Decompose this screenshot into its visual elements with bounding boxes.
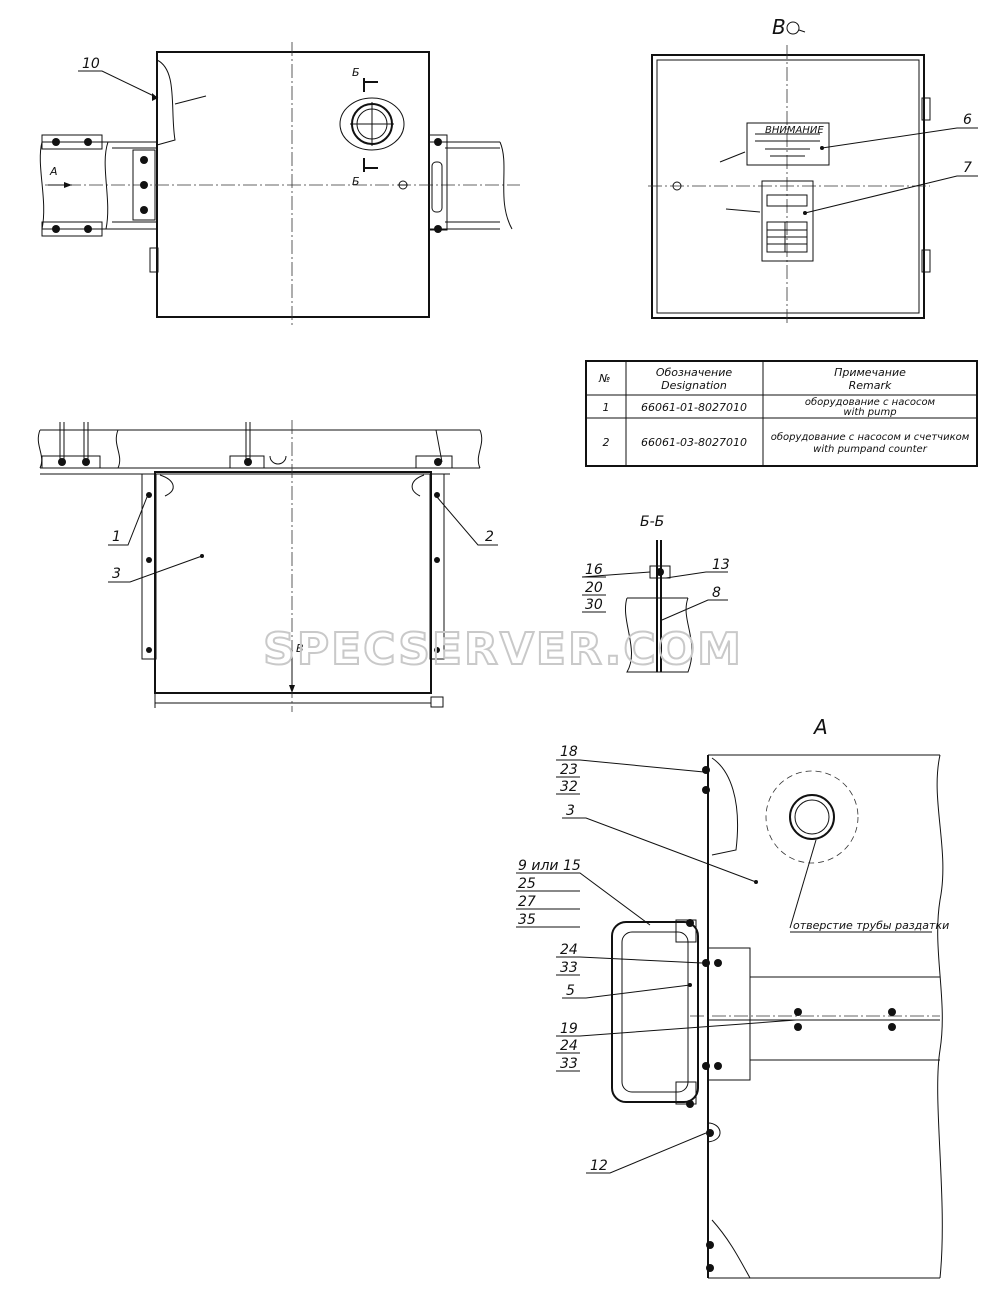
callout-3: 3 [112,566,121,582]
callout-33-a: 33 [560,960,578,976]
label-a-arrow: А [49,165,58,178]
table-row-1-remark-en: with pump [843,407,896,418]
designation-table [585,360,978,467]
top-plan-view [39,42,520,325]
table-row-2-remark-ru: оборудование с насосом и счетчиком [771,431,970,443]
callout-27: 27 [518,894,536,910]
label-v-arrow: В [296,642,304,655]
callout-24-b: 24 [560,1038,578,1054]
callout-32: 32 [560,779,578,795]
callout-12: 12 [590,1158,608,1174]
callout-7: 7 [963,160,972,176]
callout-10: 10 [82,56,100,72]
view-v [648,21,978,325]
callout-1: 1 [112,529,121,545]
table-row-2-num: 2 [603,436,610,449]
callout-18: 18 [560,744,578,760]
callout-16: 16 [585,562,603,578]
callout-5: 5 [566,983,575,999]
view-v-title: В [772,15,786,39]
callout-25: 25 [518,876,536,892]
section-bb [581,540,728,673]
table-row-2-designation: 66061-03-8027010 [641,436,747,449]
table-row-1-num: 1 [603,401,610,414]
table-row-1-remark-ru: оборудование с насосом [805,396,936,408]
detail-a [516,754,944,1279]
table-header-designation-en: Designation [661,379,727,392]
callout-19: 19 [560,1021,578,1037]
section-mark-bottom: Б [352,175,360,188]
detail-a-title: А [812,715,828,739]
callout-2: 2 [485,529,494,545]
callout-13: 13 [712,557,730,573]
callout-20: 20 [585,580,603,596]
table-row-1-designation: 66061-01-8027010 [641,401,747,414]
table-row-2-remark-en: with pumpand counter [813,444,928,455]
table-header-num: № [598,372,610,385]
table-header-remark-ru: Примечание [834,366,906,379]
section-mark-top: Б [352,66,360,79]
callout-33-b: 33 [560,1056,578,1072]
side-view [37,420,498,712]
callout-8: 8 [712,585,721,601]
callout-6: 6 [963,112,972,128]
callout-30: 30 [585,597,603,613]
watermark: SPECSERVER.COM [263,624,743,675]
callout-24-a: 24 [560,942,578,958]
callout-23: 23 [560,762,578,778]
warning-plate-text: ВНИМАНИЕ [765,125,824,136]
callout-3-detail: 3 [566,803,575,819]
callout-35: 35 [518,912,536,928]
callout-9-or-15: 9 или 15 [518,858,581,874]
pipe-hole-note: отверстие трубы раздатки [793,919,949,932]
section-bb-title: Б-Б [640,514,664,530]
table-header-remark-en: Remark [849,379,892,392]
table-header-designation-ru: Обозначение [656,366,733,379]
